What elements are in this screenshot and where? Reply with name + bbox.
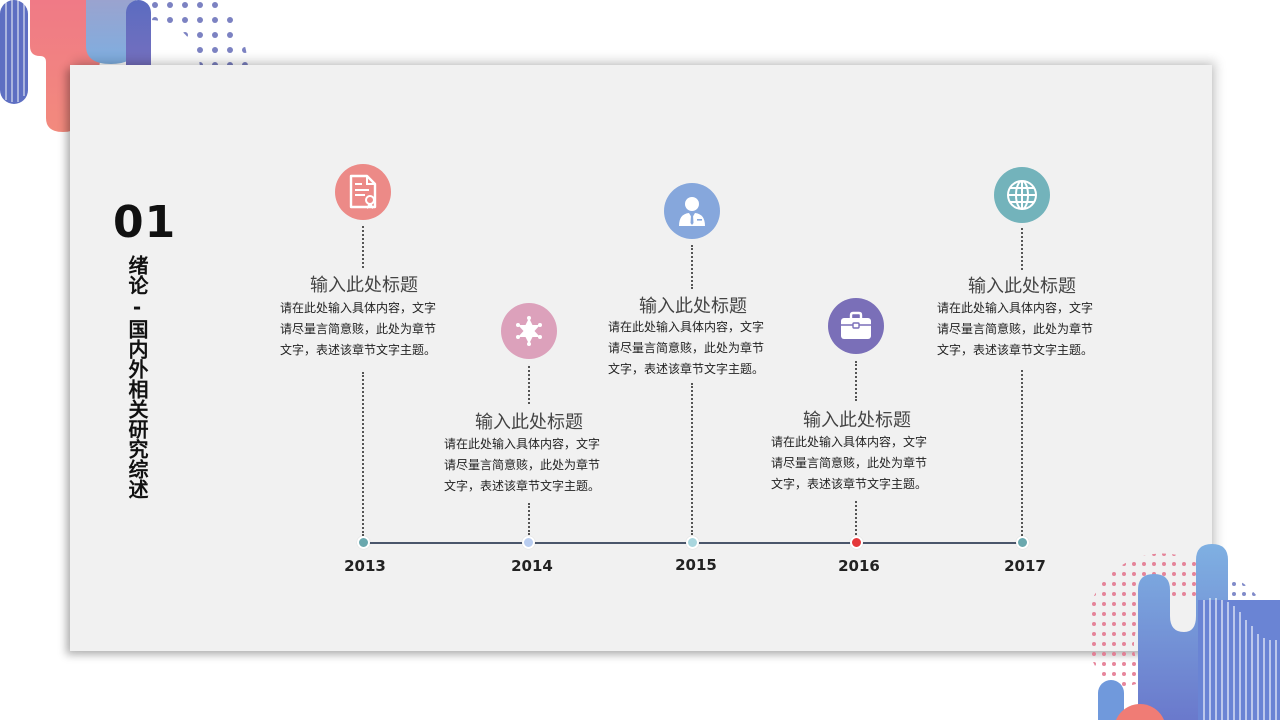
sheriff-star-icon <box>501 303 557 359</box>
year-label: 2015 <box>675 556 717 574</box>
section-title: 绪论-国内外相关研究综述 <box>125 255 149 499</box>
connector-dots <box>362 226 364 268</box>
decoration-bottom-right <box>1090 544 1280 720</box>
item-body-line: 请尽量言简意赅，此处为章节 <box>444 458 601 472</box>
item-body: 请在此处输入具体内容，文字 请尽量言简意赅，此处为章节 文字，表述该章节文字主题… <box>608 317 784 380</box>
connector-dots <box>691 245 693 289</box>
item-body-line: 文字，表述该章节文字主题。 <box>608 362 765 376</box>
item-body-line: 请在此处输入具体内容，文字 <box>444 437 601 451</box>
item-title: 输入此处标题 <box>803 410 911 431</box>
item-title: 输入此处标题 <box>310 275 418 296</box>
connector-dots <box>528 503 530 535</box>
timeline-dot-2013 <box>357 536 370 549</box>
item-body-line: 请在此处输入具体内容，文字 <box>771 435 928 449</box>
year-label: 2017 <box>1004 557 1046 575</box>
certificate-document-icon <box>335 164 391 220</box>
item-body-line: 文字，表述该章节文字主题。 <box>444 479 601 493</box>
connector-dots <box>1021 370 1023 536</box>
item-body-line: 请在此处输入具体内容，文字 <box>280 301 437 315</box>
item-body-line: 文字，表述该章节文字主题。 <box>937 343 1094 357</box>
connector-dots <box>855 501 857 535</box>
item-body: 请在此处输入具体内容，文字 请尽量言简意赅，此处为章节 文字，表述该章节文字主题… <box>280 298 456 361</box>
timeline-dot-2014 <box>522 536 535 549</box>
timeline-dot-2017 <box>1016 536 1029 549</box>
globe-icon <box>994 167 1050 223</box>
item-body-line: 请尽量言简意赅，此处为章节 <box>608 341 765 355</box>
businessman-icon <box>664 183 720 239</box>
section-number: 01 <box>113 197 177 248</box>
connector-dots <box>1021 228 1023 270</box>
briefcase-icon <box>828 298 884 354</box>
item-body-line: 请尽量言简意赅，此处为章节 <box>771 456 928 470</box>
connector-dots <box>855 361 857 401</box>
year-label: 2013 <box>344 557 386 575</box>
connector-dots <box>362 372 364 536</box>
item-body-line: 文字，表述该章节文字主题。 <box>771 477 928 491</box>
timeline-dot-2016 <box>850 536 863 549</box>
content-panel <box>70 65 1212 651</box>
item-title: 输入此处标题 <box>475 412 583 433</box>
item-body-line: 文字，表述该章节文字主题。 <box>280 343 437 357</box>
item-body-line: 请在此处输入具体内容，文字 <box>608 320 765 334</box>
year-label: 2016 <box>838 557 880 575</box>
connector-dots <box>528 366 530 404</box>
timeline-dot-2015 <box>686 536 699 549</box>
year-label: 2014 <box>511 557 553 575</box>
connector-dots <box>691 383 693 535</box>
item-body: 请在此处输入具体内容，文字 请尽量言简意赅，此处为章节 文字，表述该章节文字主题… <box>444 434 620 497</box>
item-body-line: 请尽量言简意赅，此处为章节 <box>937 322 1094 336</box>
item-title: 输入此处标题 <box>968 276 1076 297</box>
item-body: 请在此处输入具体内容，文字 请尽量言简意赅，此处为章节 文字，表述该章节文字主题… <box>771 432 947 495</box>
item-body: 请在此处输入具体内容，文字 请尽量言简意赅，此处为章节 文字，表述该章节文字主题… <box>937 298 1113 361</box>
item-title: 输入此处标题 <box>639 296 747 317</box>
item-body-line: 请尽量言简意赅，此处为章节 <box>280 322 437 336</box>
item-body-line: 请在此处输入具体内容，文字 <box>937 301 1094 315</box>
